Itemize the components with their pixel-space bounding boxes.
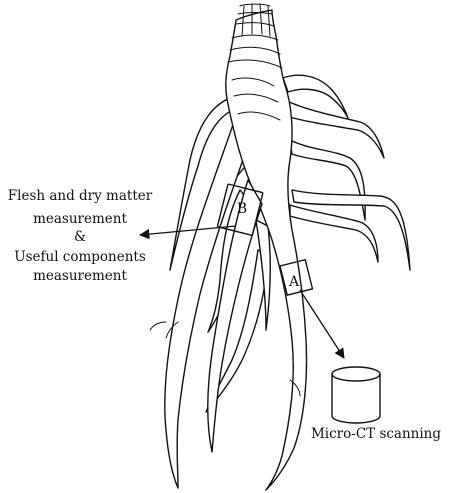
root-hair xyxy=(289,379,301,397)
long-branch-left xyxy=(164,115,251,489)
root-hair xyxy=(165,321,179,339)
main-taproot xyxy=(225,9,308,491)
lateral-root-right-2 xyxy=(284,99,385,159)
box-a-label: A xyxy=(288,274,300,290)
lateral-root-right-3 xyxy=(289,139,366,221)
arrow-to-measurement xyxy=(138,225,237,240)
lateral-root-right-1 xyxy=(282,74,349,119)
measurement-line-4: Useful components xyxy=(14,249,146,265)
micro-ct-label: Micro-CT scanning xyxy=(311,426,441,442)
sample-box-b: B xyxy=(216,183,264,236)
root-crown xyxy=(227,3,283,121)
lateral-root-left-5 xyxy=(255,219,271,331)
measurement-labels: Flesh and dry matter measurement & Usefu… xyxy=(8,188,153,284)
measurement-line-3: & xyxy=(74,229,86,245)
ginseng-root-illustration xyxy=(149,3,411,491)
long-branch-middle xyxy=(207,179,263,453)
lateral-root-left-1 xyxy=(169,95,239,271)
measurement-line-5: measurement xyxy=(33,268,127,284)
micro-ct-container xyxy=(331,366,381,424)
measurement-line-1: Flesh and dry matter xyxy=(8,188,153,204)
box-b-label: B xyxy=(237,201,247,217)
lateral-root-right-5 xyxy=(289,204,379,263)
sample-box-a: A xyxy=(279,258,314,296)
measurement-line-2: measurement xyxy=(33,211,127,227)
root-hair xyxy=(149,321,167,331)
lateral-root-right-4 xyxy=(291,189,411,271)
arrow-to-micro-ct xyxy=(299,289,345,359)
lateral-root-left-4 xyxy=(205,249,269,413)
